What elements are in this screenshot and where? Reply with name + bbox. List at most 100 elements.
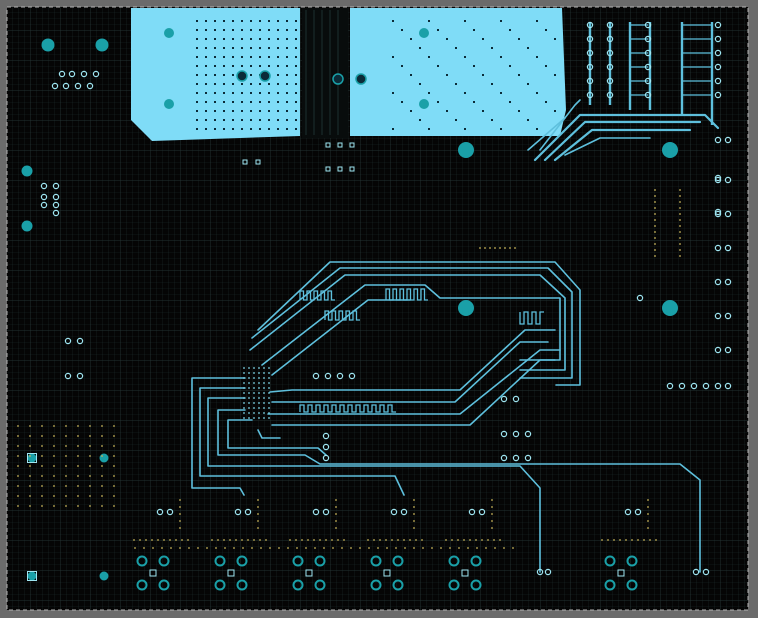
- trace-loop-outer[interactable]: [257, 261, 581, 386]
- trace-fanout-1[interactable]: [191, 377, 246, 496]
- pour-hole: [223, 56, 225, 58]
- pour-hole: [268, 65, 270, 67]
- silk-dot: [325, 539, 327, 541]
- trace-loop-inner-c[interactable]: [267, 349, 561, 415]
- meander-segment: [299, 290, 335, 301]
- pour-hole: [241, 56, 243, 58]
- pour-hole: [259, 92, 261, 94]
- silk-dot: [335, 520, 337, 522]
- pour-hole: [286, 101, 288, 103]
- silk-dot: [469, 539, 471, 541]
- trace-loop-3[interactable]: [249, 274, 566, 371]
- silk-dot: [181, 539, 183, 541]
- trace-bus-5[interactable]: [527, 117, 566, 151]
- silk-dot: [679, 249, 681, 251]
- trace-bus-3[interactable]: [553, 128, 692, 162]
- pour-hole: [214, 20, 216, 22]
- trace-fanout-6[interactable]: [257, 429, 281, 439]
- trace-fanout-4[interactable]: [217, 409, 701, 573]
- trace-fanout-2[interactable]: [199, 387, 405, 496]
- pour-hole: [268, 38, 270, 40]
- trace-loop-inner-d[interactable]: [271, 359, 556, 426]
- silk-dot: [679, 243, 681, 245]
- pour-hole: [250, 56, 252, 58]
- silk-dot: [679, 207, 681, 209]
- bga-ball: [248, 367, 250, 369]
- pour-hole: [464, 128, 466, 130]
- silk-dot: [391, 539, 393, 541]
- pour-hole: [268, 56, 270, 58]
- pour-hole: [491, 47, 493, 49]
- via-icon: [624, 508, 632, 516]
- trace-bus-4[interactable]: [564, 137, 651, 156]
- silk-dot: [514, 247, 516, 249]
- via-icon: [74, 82, 82, 90]
- pour-hole: [500, 128, 502, 130]
- silk-dot: [53, 435, 55, 437]
- bga-ball: [268, 402, 270, 404]
- silk-dot: [413, 520, 415, 522]
- bga-ball: [258, 417, 260, 419]
- pour-hole: [277, 29, 279, 31]
- trace-loop-inner-b[interactable]: [271, 341, 549, 403]
- pour-hole: [295, 56, 297, 58]
- silk-dot: [647, 527, 649, 529]
- silk-dot: [241, 539, 243, 541]
- via-icon: [714, 63, 722, 71]
- silk-dot: [647, 520, 649, 522]
- trace-loop-inner-a[interactable]: [269, 329, 556, 393]
- silk-dot: [654, 195, 656, 197]
- pad-icon: [164, 99, 174, 109]
- silk-dot: [413, 513, 415, 515]
- pad-icon: [419, 28, 429, 38]
- trace-fanout-3[interactable]: [207, 397, 541, 573]
- via-icon: [644, 91, 652, 99]
- silk-dot: [451, 539, 453, 541]
- silk-dot: [170, 547, 172, 549]
- silk-dot: [341, 547, 343, 549]
- pour-hole: [295, 101, 297, 103]
- bga-ball: [253, 407, 255, 409]
- via-icon: [586, 77, 594, 85]
- trace-fanout-5[interactable]: [227, 419, 327, 456]
- pour-hole: [232, 83, 234, 85]
- silk-dot: [503, 547, 505, 549]
- trace-bus-2[interactable]: [543, 120, 702, 162]
- pour-hole: [214, 74, 216, 76]
- pour-hole: [232, 20, 234, 22]
- silk-dot: [101, 455, 103, 457]
- silk-dot: [197, 547, 199, 549]
- pour-hole: [223, 101, 225, 103]
- silk-dot: [305, 547, 307, 549]
- pour-hole: [205, 29, 207, 31]
- pad-icon: [27, 453, 37, 463]
- square-pad-icon: [617, 569, 625, 577]
- pad-icon: [164, 28, 174, 38]
- pour-hole: [241, 38, 243, 40]
- via-icon: [52, 201, 60, 209]
- silk-dot: [499, 247, 501, 249]
- pour-hole: [205, 74, 207, 76]
- via-icon: [586, 35, 594, 43]
- trace-bus-6[interactable]: [539, 99, 581, 151]
- via-icon: [166, 508, 174, 516]
- pour-hole: [473, 65, 475, 67]
- via-icon: [336, 372, 344, 380]
- pour-hole: [518, 110, 520, 112]
- pour-hole: [232, 110, 234, 112]
- silk-dot: [467, 547, 469, 549]
- trace-loop-4[interactable]: [261, 284, 561, 366]
- silk-dot: [301, 539, 303, 541]
- silk-dot: [335, 527, 337, 529]
- silk-dot: [101, 435, 103, 437]
- via-icon: [666, 382, 674, 390]
- trace-loop-2[interactable]: [251, 267, 573, 379]
- via-icon: [724, 382, 732, 390]
- silk-dot: [77, 485, 79, 487]
- via-icon: [76, 337, 84, 345]
- copper-pour-right[interactable]: [350, 8, 566, 136]
- bga-ball: [263, 417, 265, 419]
- pour-hole: [259, 38, 261, 40]
